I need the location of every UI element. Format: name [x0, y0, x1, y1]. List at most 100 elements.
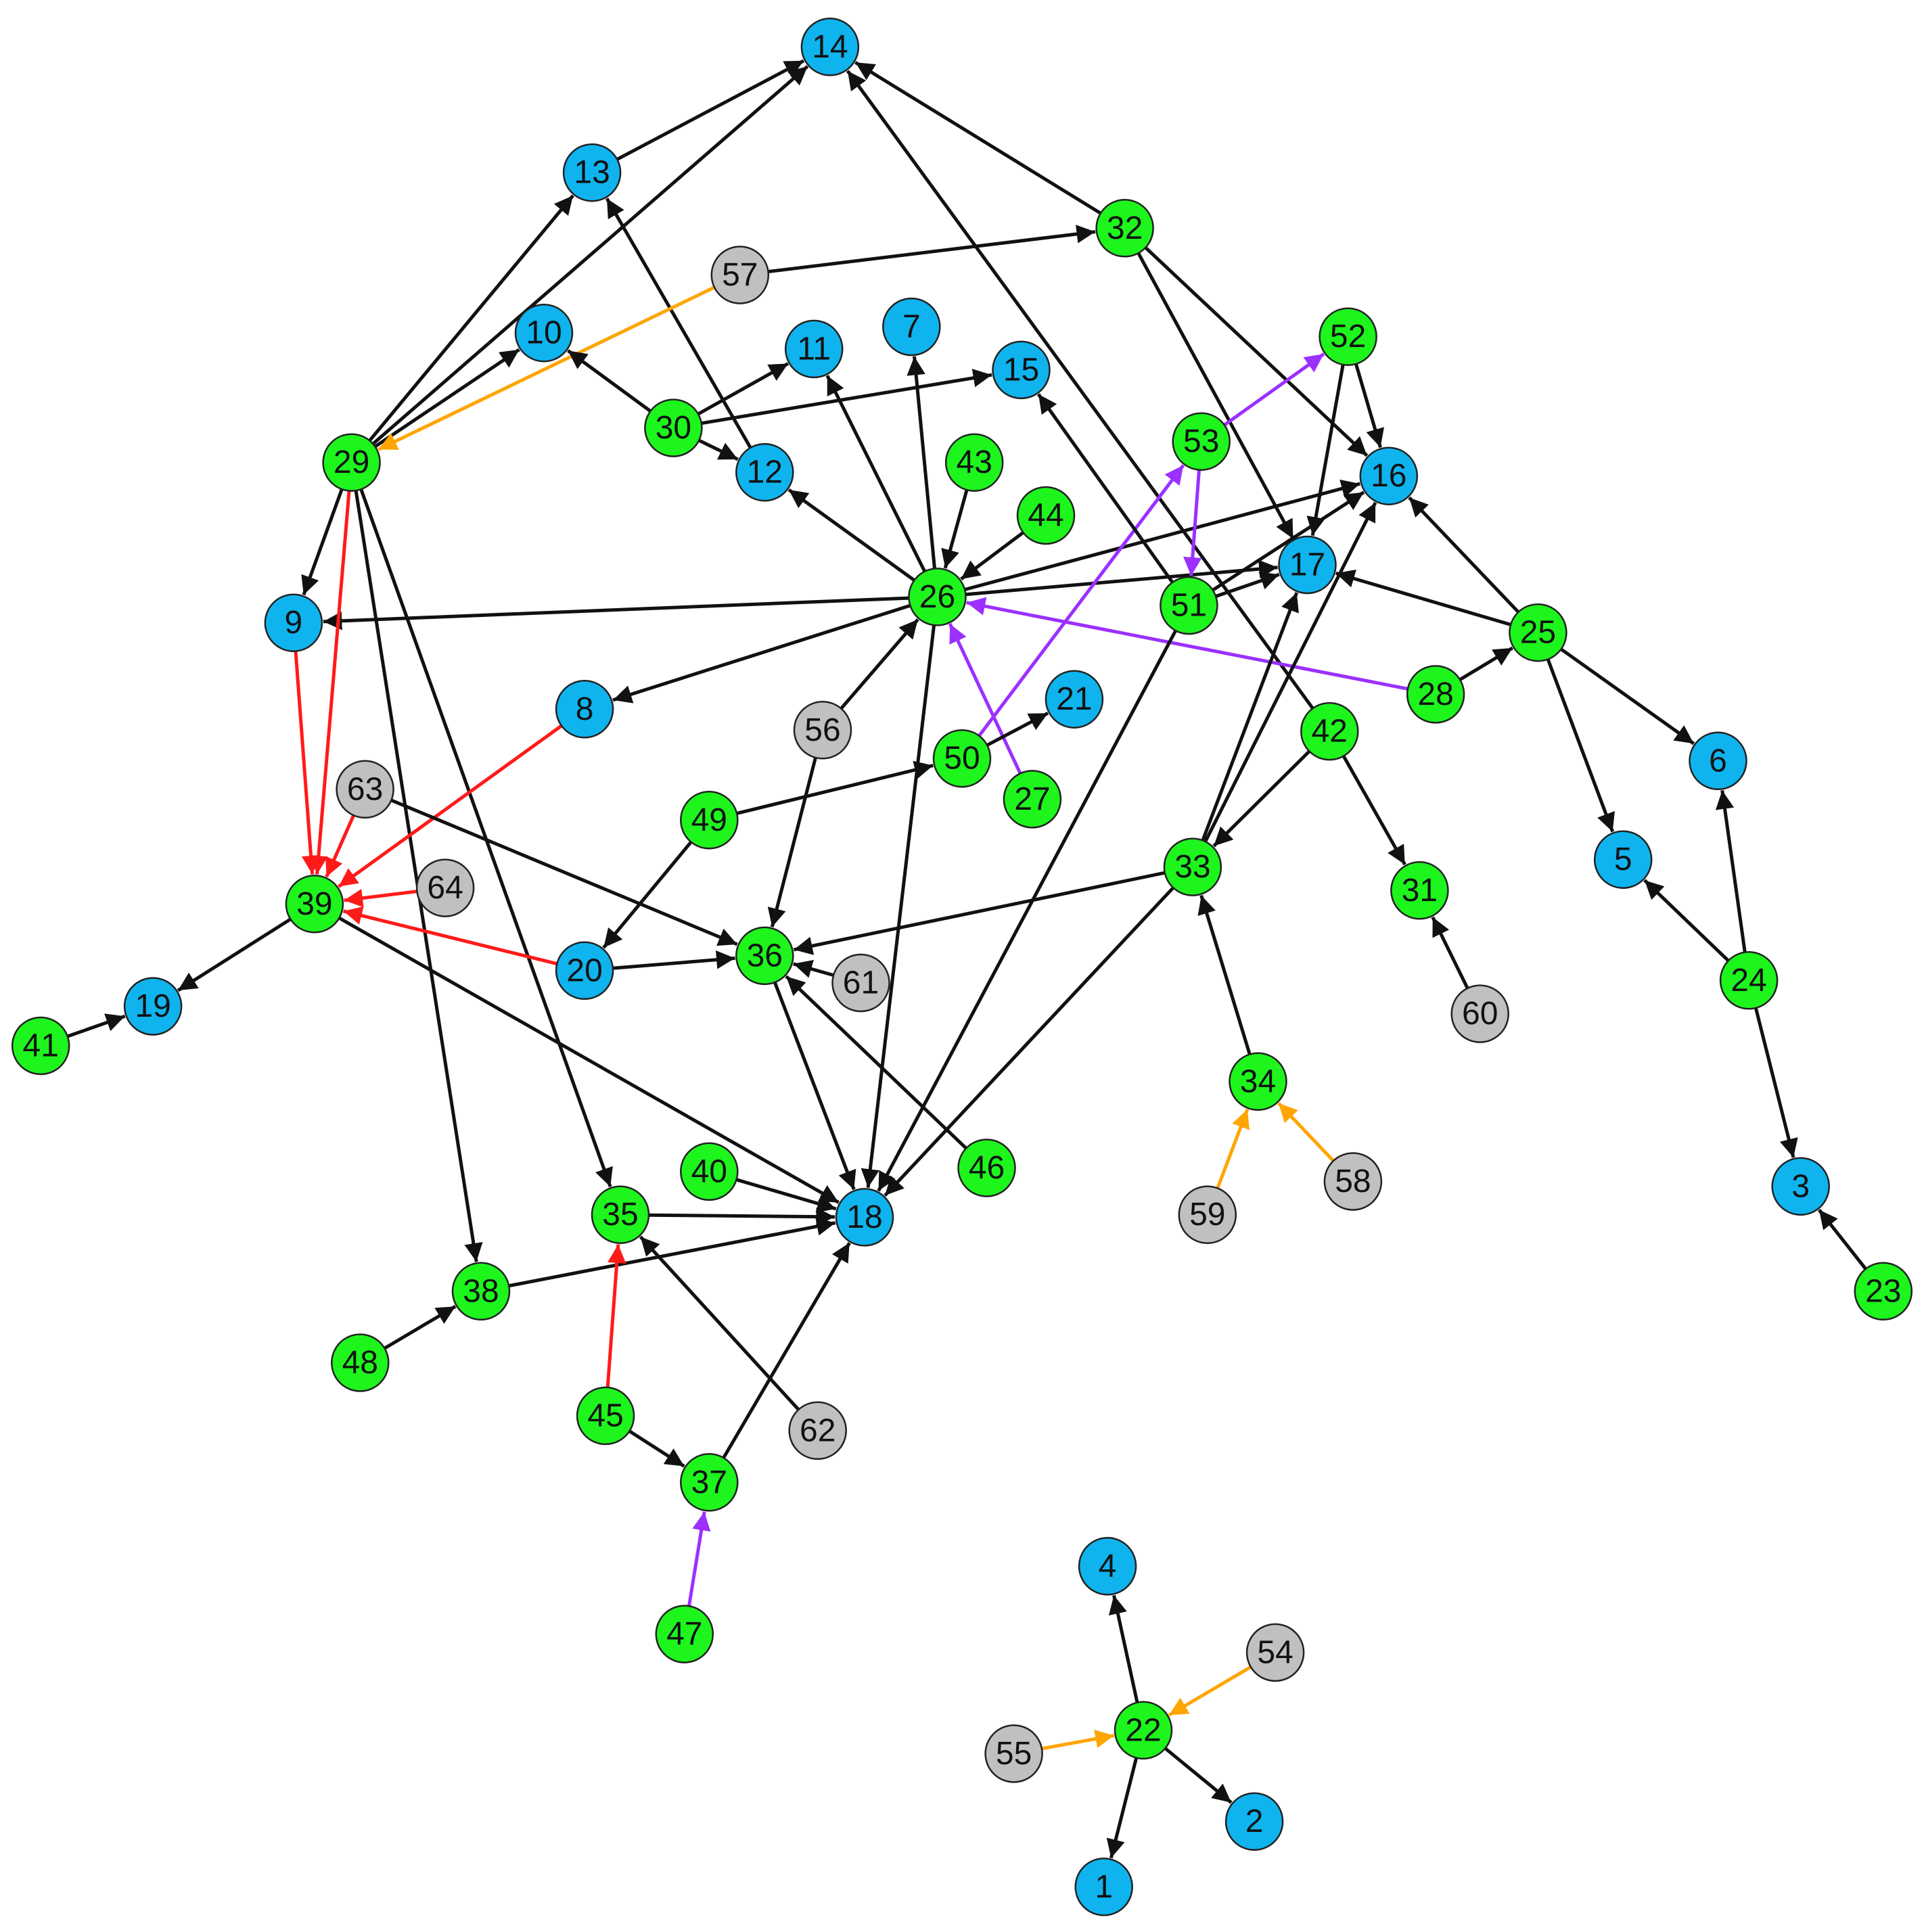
node-3: 3 — [1771, 1157, 1830, 1216]
node-label: 5 — [1614, 842, 1632, 877]
node-label: 4 — [1099, 1548, 1117, 1584]
edge-48-to-38 — [384, 1305, 457, 1350]
node-circle — [1074, 1858, 1133, 1916]
edge-33-to-36 — [793, 871, 1166, 955]
edge-38-to-18 — [508, 1217, 836, 1288]
node-label: 44 — [1028, 498, 1063, 534]
node-circle — [1450, 984, 1509, 1043]
node-25: 25 — [1509, 603, 1567, 662]
node-label: 34 — [1240, 1063, 1276, 1099]
edge-45-to-37 — [628, 1429, 685, 1468]
node-46: 46 — [957, 1138, 1016, 1197]
edge-27-to-26 — [948, 623, 1022, 775]
edge-36-to-18 — [773, 982, 856, 1191]
node-label: 59 — [1189, 1197, 1225, 1233]
node-20: 20 — [555, 941, 614, 1001]
node-label: 20 — [566, 952, 602, 988]
edge-49-to-50 — [736, 760, 934, 815]
edge-51-to-16 — [1212, 490, 1365, 592]
node-circle — [451, 1262, 511, 1321]
node-circle — [882, 297, 941, 356]
node-28: 28 — [1406, 665, 1465, 724]
edge-30-to-10 — [567, 349, 651, 413]
node-64: 64 — [415, 858, 475, 917]
node-label: 7 — [902, 309, 921, 345]
edge-55-to-22 — [1041, 1729, 1115, 1751]
node-label: 36 — [747, 938, 783, 973]
node-circle — [957, 1138, 1016, 1197]
edge-49-to-20 — [602, 841, 693, 949]
node-52: 52 — [1319, 307, 1377, 366]
node-circle — [908, 568, 967, 626]
node-7: 7 — [882, 297, 941, 356]
edge-53-to-52 — [1223, 352, 1325, 427]
edge-26-to-7 — [907, 356, 936, 569]
node-label: 10 — [526, 315, 562, 351]
node-26: 26 — [908, 568, 967, 626]
node-label: 41 — [23, 1028, 59, 1064]
node-circle — [710, 246, 770, 304]
node-6: 6 — [1689, 731, 1747, 791]
node-label: 50 — [944, 741, 980, 777]
edge-50-to-21 — [986, 711, 1049, 747]
edge-51-to-18 — [877, 630, 1178, 1192]
node-label: 22 — [1125, 1712, 1161, 1748]
node-label: 15 — [1003, 352, 1039, 388]
node-circle — [1854, 1262, 1913, 1321]
node-circle — [123, 977, 183, 1036]
node-27: 27 — [1003, 770, 1062, 829]
node-50: 50 — [932, 729, 992, 788]
edge-51-to-15 — [1036, 393, 1174, 584]
node-60: 60 — [1450, 984, 1509, 1043]
node-circle — [591, 1185, 650, 1244]
node-label: 6 — [1709, 743, 1727, 779]
node-label: 47 — [666, 1616, 702, 1652]
edge-26-to-9 — [323, 596, 909, 630]
node-label: 18 — [846, 1199, 882, 1235]
edge-33-to-18 — [884, 886, 1175, 1197]
node-label: 23 — [1865, 1273, 1901, 1309]
node-label: 29 — [334, 444, 369, 480]
node-33: 33 — [1163, 837, 1222, 896]
node-9: 9 — [264, 593, 323, 652]
edge-40-to-18 — [735, 1178, 837, 1213]
node-circle — [735, 442, 794, 502]
node-circle — [788, 1401, 847, 1460]
edge-29-to-10 — [374, 348, 520, 448]
node-12: 12 — [735, 442, 794, 502]
node-circle — [576, 1386, 635, 1446]
edge-30-to-11 — [697, 362, 789, 416]
node-36: 36 — [735, 926, 794, 986]
node-label: 21 — [1056, 681, 1092, 717]
node-label: 2 — [1245, 1803, 1264, 1839]
node-label: 14 — [812, 29, 848, 65]
node-54: 54 — [1245, 1623, 1305, 1682]
node-59: 59 — [1178, 1185, 1237, 1244]
node-circle — [1016, 486, 1076, 545]
edge-22-to-2 — [1164, 1747, 1233, 1804]
node-label: 31 — [1402, 873, 1438, 908]
node-48: 48 — [331, 1333, 390, 1392]
edge-35-to-18 — [648, 1207, 835, 1226]
edge-26-to-18 — [861, 624, 936, 1188]
node-label: 11 — [797, 331, 831, 367]
node-label: 63 — [347, 771, 383, 807]
edge-26-to-17 — [965, 559, 1278, 597]
edge-37-to-18 — [722, 1242, 851, 1459]
edge-25-to-16 — [1408, 496, 1520, 614]
node-circle — [1593, 830, 1653, 889]
node-label: 13 — [574, 155, 610, 191]
node-37: 37 — [680, 1453, 739, 1512]
edge-50-to-53 — [978, 464, 1185, 737]
node-circle — [1114, 1701, 1173, 1760]
edges-layer — [66, 59, 1867, 1859]
node-circle — [944, 433, 1004, 492]
node-circle — [1003, 770, 1062, 829]
edge-26-to-12 — [787, 488, 915, 582]
edge-41-to-19 — [66, 1013, 126, 1038]
edge-29-to-38 — [354, 490, 483, 1262]
edge-64-to-39 — [344, 888, 417, 908]
node-circle — [784, 319, 844, 379]
node-21: 21 — [1045, 670, 1104, 729]
edge-42-to-14 — [846, 70, 1314, 710]
